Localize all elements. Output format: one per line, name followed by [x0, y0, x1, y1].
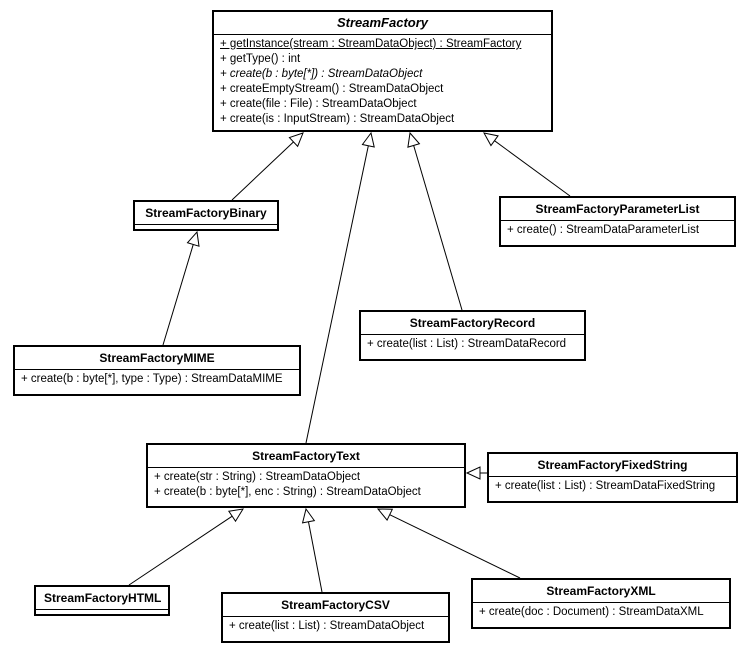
uml-class-stream-factory-mime[interactable]: StreamFactoryMIME + create(b : byte[*], t…	[13, 345, 301, 396]
generalization-arrowhead-icon	[376, 508, 394, 521]
uml-member: + create(str : String) : StreamDataObjec…	[154, 471, 361, 483]
uml-member: + create(b : byte[*], type : Type) : Str…	[21, 373, 283, 385]
uml-member: + create(b : byte[*]) : StreamDataObject	[220, 68, 423, 80]
edge-fixedstring-to-text	[465, 466, 487, 480]
uml-member: + getType() : int	[220, 53, 301, 65]
uml-class-name-stream-factory-binary: StreamFactoryBinary	[145, 206, 267, 220]
uml-class-stream-factory-record[interactable]: StreamFactoryRecord + create(list : List)…	[359, 310, 586, 361]
uml-class-stream-factory-fixed-string[interactable]: StreamFactoryFixedString + create(list : …	[487, 452, 738, 503]
uml-member: + create() : StreamDataParameterList	[507, 224, 700, 236]
uml-members-stream-factory: + getInstance(stream : StreamDataObject)…	[214, 34, 551, 129]
generalization-arrowhead-icon	[361, 131, 375, 148]
uml-class-name-stream-factory-mime: StreamFactoryMIME	[99, 351, 215, 365]
uml-class-stream-factory-csv[interactable]: StreamFactoryCSV + create(list : List) : …	[221, 592, 450, 643]
uml-members-stream-factory-binary	[135, 224, 277, 241]
uml-class-stream-factory[interactable]: StreamFactory + getInstance(stream : Stre…	[212, 10, 553, 132]
uml-members-stream-factory-text: + create(str : String) : StreamDataObjec…	[148, 467, 464, 502]
edge-mime-to-binary	[162, 230, 200, 346]
uml-member: + create(list : List) : StreamDataObject	[229, 620, 425, 632]
uml-class-stream-factory-text[interactable]: StreamFactoryText + create(str : String) …	[146, 443, 466, 508]
generalization-arrowhead-icon	[465, 466, 481, 480]
uml-class-stream-factory-html[interactable]: StreamFactoryHTML	[34, 585, 170, 616]
edge-record-to-streamfactory	[407, 131, 463, 311]
edge-xml-to-text	[376, 508, 521, 579]
edge-text-to-streamfactory	[305, 131, 375, 444]
uml-members-stream-factory-mime: + create(b : byte[*], type : Type) : Str…	[15, 369, 299, 389]
uml-class-stream-factory-binary[interactable]: StreamFactoryBinary	[133, 200, 279, 231]
edge-html-to-text	[128, 508, 244, 586]
edge-csv-to-text	[301, 507, 323, 593]
uml-members-stream-factory-csv: + create(list : List) : StreamDataObject	[223, 616, 448, 636]
uml-member: + create(file : File) : StreamDataObject	[220, 98, 417, 110]
uml-class-name-stream-factory-html: StreamFactoryHTML	[44, 591, 162, 605]
uml-members-stream-factory-xml: + create(doc : Document) : StreamDataXML	[473, 602, 729, 622]
uml-class-stream-factory-parameter-list[interactable]: StreamFactoryParameterList + create() : S…	[499, 196, 736, 247]
uml-class-name-stream-factory: StreamFactory	[336, 15, 429, 30]
uml-class-name-stream-factory-xml: StreamFactoryXML	[546, 584, 656, 598]
uml-class-name-stream-factory-fixed-string: StreamFactoryFixedString	[537, 458, 688, 472]
uml-members-stream-factory-fixed-string: + create(list : List) : StreamDataFixedS…	[489, 476, 736, 496]
uml-class-name-stream-factory-text: StreamFactoryText	[252, 449, 360, 463]
uml-member: + create(is : InputStream) : StreamDataO…	[220, 113, 455, 125]
uml-member: + getInstance(stream : StreamDataObject)…	[220, 38, 522, 50]
uml-members-stream-factory-parameter-list: + create() : StreamDataParameterList	[501, 220, 734, 240]
uml-class-stream-factory-xml[interactable]: StreamFactoryXML + create(doc : Document)…	[471, 578, 731, 629]
uml-class-name-stream-factory-record: StreamFactoryRecord	[409, 316, 536, 330]
uml-member: + createEmptyStream() : StreamDataObject	[220, 83, 444, 95]
uml-members-stream-factory-record: + create(list : List) : StreamDataRecord	[361, 334, 584, 354]
edge-binary-to-streamfactory	[231, 132, 304, 201]
generalization-arrowhead-icon	[301, 507, 316, 524]
uml-class-name-stream-factory-parameter-list: StreamFactoryParameterList	[535, 202, 700, 216]
uml-class-name-stream-factory-csv: StreamFactoryCSV	[281, 598, 390, 612]
uml-member: + create(list : List) : StreamDataFixedS…	[495, 480, 716, 492]
uml-members-stream-factory-html	[36, 609, 168, 626]
generalization-arrowhead-icon	[483, 132, 499, 147]
uml-member: + create(doc : Document) : StreamDataXML	[479, 606, 704, 618]
generalization-arrowhead-icon	[228, 508, 244, 523]
uml-member: + create(list : List) : StreamDataRecord	[367, 338, 567, 350]
generalization-arrowhead-icon	[407, 131, 421, 148]
uml-member: + create(b : byte[*], enc : String) : St…	[154, 486, 421, 498]
edge-parameterlist-to-streamfactory	[483, 132, 571, 197]
generalization-arrowhead-icon	[288, 132, 304, 148]
